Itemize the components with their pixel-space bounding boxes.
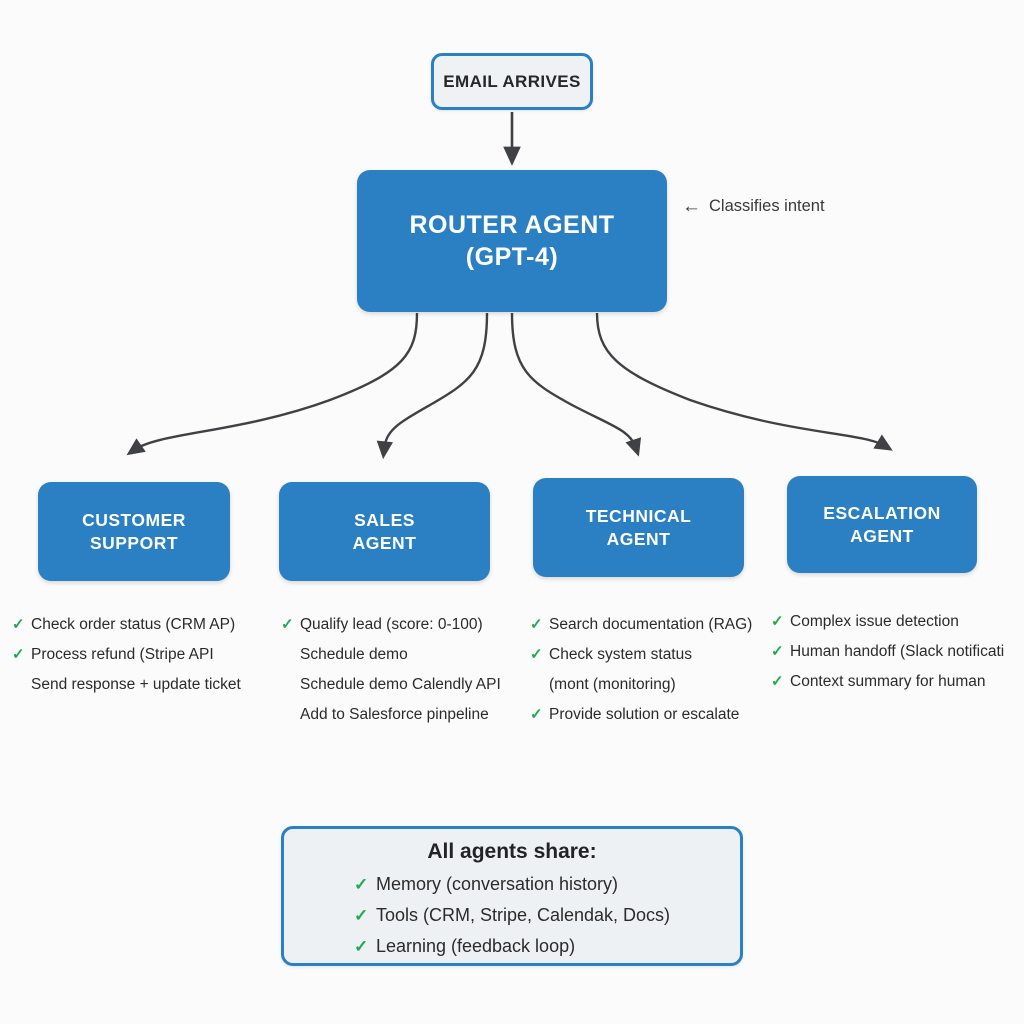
list-item-label: Schedule demo	[300, 645, 408, 663]
router-annotation-label: Classifies intent	[709, 197, 825, 215]
shared-resources-title: All agents share:	[427, 840, 597, 863]
bullet-spacer: ✓	[530, 671, 549, 700]
node-technical-agent-line1: TECHNICAL	[585, 506, 692, 527]
list-item-label: Add to Salesforce pinpeline	[300, 705, 489, 723]
list-item-label: Check system status	[549, 645, 692, 663]
capability-list-technical-agent: ✓Search documentation (RAG)✓Check system…	[530, 610, 752, 730]
node-router-agent[interactable]: ROUTER AGENT (GPT-4)	[357, 170, 667, 312]
list-item: ✓ Process refund (Stripe API	[12, 640, 241, 670]
list-item-label: Tools (CRM, Stripe, Calendak, Docs)	[375, 904, 671, 925]
list-item: ✓ Memory (conversation history)	[354, 869, 670, 900]
node-escalation-agent[interactable]: ESCALATION AGENT	[787, 476, 977, 573]
bullet-spacer: ✓	[281, 671, 300, 700]
list-item: ✓ Qualify lead (score: 0-100)	[281, 610, 501, 640]
node-sales-agent[interactable]: SALES AGENT	[279, 482, 490, 581]
bullet-spacer: ✓	[12, 671, 31, 700]
node-email-arrives-label: EMAIL ARRIVES	[443, 71, 581, 91]
list-item: ✓Send response + update ticket	[12, 670, 241, 700]
list-item-label: Human handoff (Slack notificati	[790, 642, 1005, 660]
list-item: ✓ Complex issue detection	[771, 607, 1004, 637]
list-item: ✓ Context summary for human	[771, 667, 1004, 697]
list-item-label: Context summary for human	[790, 672, 986, 690]
list-item-label: Send response + update ticket	[31, 675, 241, 693]
list-item: ✓ Tools (CRM, Stripe, Calendak, Docs)	[354, 900, 670, 931]
node-router-agent-line2: (GPT-4)	[465, 243, 559, 271]
list-item-label: Search documentation (RAG)	[549, 616, 753, 633]
list-item-label: Check order status (CRM AP)	[31, 616, 236, 633]
check-icon: ✓	[771, 642, 784, 660]
list-item: ✓ Human handoff (Slack notificati	[771, 637, 1004, 667]
check-icon: ✓	[530, 616, 543, 633]
check-icon: ✓	[353, 875, 369, 894]
node-technical-agent-line2: AGENT	[606, 528, 671, 549]
list-item-label: (mont (monitoring)	[549, 675, 676, 693]
list-item: ✓(mont (monitoring)	[530, 670, 752, 700]
check-icon: ✓	[353, 905, 369, 925]
bullet-spacer: ✓	[281, 701, 300, 730]
shared-resources-panel: All agents share: ✓ Memory (conversation …	[281, 826, 743, 966]
list-item: ✓ Learning (feedback loop)	[354, 931, 670, 962]
capability-list-escalation-agent: ✓ Complex issue detection ✓ Human handoff (…	[771, 607, 1004, 697]
left-arrow-icon: ←	[682, 196, 701, 217]
list-item: ✓Schedule demo Calendly API	[281, 670, 501, 700]
check-icon: ✓	[12, 616, 25, 633]
list-item: ✓ Check system status	[530, 640, 752, 670]
list-item-label: Process refund (Stripe API	[31, 645, 214, 663]
connector-router-to-agent-2	[510, 312, 642, 457]
connector-router-to-agent-3	[595, 312, 893, 451]
router-annotation: ← Classifies intent	[682, 197, 825, 216]
shared-resources-list: ✓ Memory (conversation history) ✓ Tools (CR…	[354, 869, 670, 962]
check-icon: ✓	[530, 645, 543, 663]
node-email-arrives[interactable]: EMAIL ARRIVES	[431, 53, 593, 110]
list-item-label: Complex issue detection	[790, 613, 959, 630]
node-escalation-agent-line1: ESCALATION	[823, 503, 941, 524]
list-item: ✓ Search documentation (RAG)	[530, 610, 752, 640]
node-sales-agent-line2: AGENT	[352, 532, 417, 553]
list-item-label: Learning (feedback loop)	[375, 935, 576, 956]
node-router-agent-line1: ROUTER AGENT	[409, 211, 615, 239]
list-item-label: Provide solution or escalate	[549, 705, 740, 723]
node-customer-support[interactable]: CUSTOMER SUPPORT	[38, 482, 230, 581]
connector-router-to-agent-1	[376, 312, 489, 460]
list-item: ✓ Check order status (CRM AP)	[12, 610, 241, 640]
list-item-label: Schedule demo Calendly API	[300, 675, 501, 693]
list-item: ✓Add to Salesforce pinpeline	[281, 700, 501, 730]
check-icon: ✓	[771, 613, 784, 630]
node-customer-support-line1: CUSTOMER	[82, 510, 186, 531]
node-sales-agent-line1: SALES	[354, 510, 415, 531]
check-icon: ✓	[281, 616, 294, 633]
bullet-spacer: ✓	[281, 641, 300, 670]
check-icon: ✓	[530, 705, 543, 723]
list-item: ✓Schedule demo	[281, 640, 501, 670]
capability-list-customer-support: ✓Check order status (CRM AP)✓Process ref…	[12, 610, 241, 700]
list-item-label: Qualify lead (score: 0-100)	[300, 616, 483, 633]
connector-router-to-agent-0	[126, 312, 419, 456]
node-customer-support-line2: SUPPORT	[89, 532, 179, 553]
list-item-label: Memory (conversation history)	[375, 874, 619, 894]
list-item: ✓ Provide solution or escalate	[530, 700, 752, 730]
capability-list-sales-agent: ✓Qualify lead (score: 0-100)✓Schedule de…	[281, 610, 501, 730]
node-escalation-agent-line2: AGENT	[850, 525, 914, 546]
check-icon: ✓	[771, 672, 784, 690]
node-technical-agent[interactable]: TECHNICAL AGENT	[533, 478, 744, 577]
check-icon: ✓	[353, 936, 369, 956]
check-icon: ✓	[12, 645, 25, 663]
